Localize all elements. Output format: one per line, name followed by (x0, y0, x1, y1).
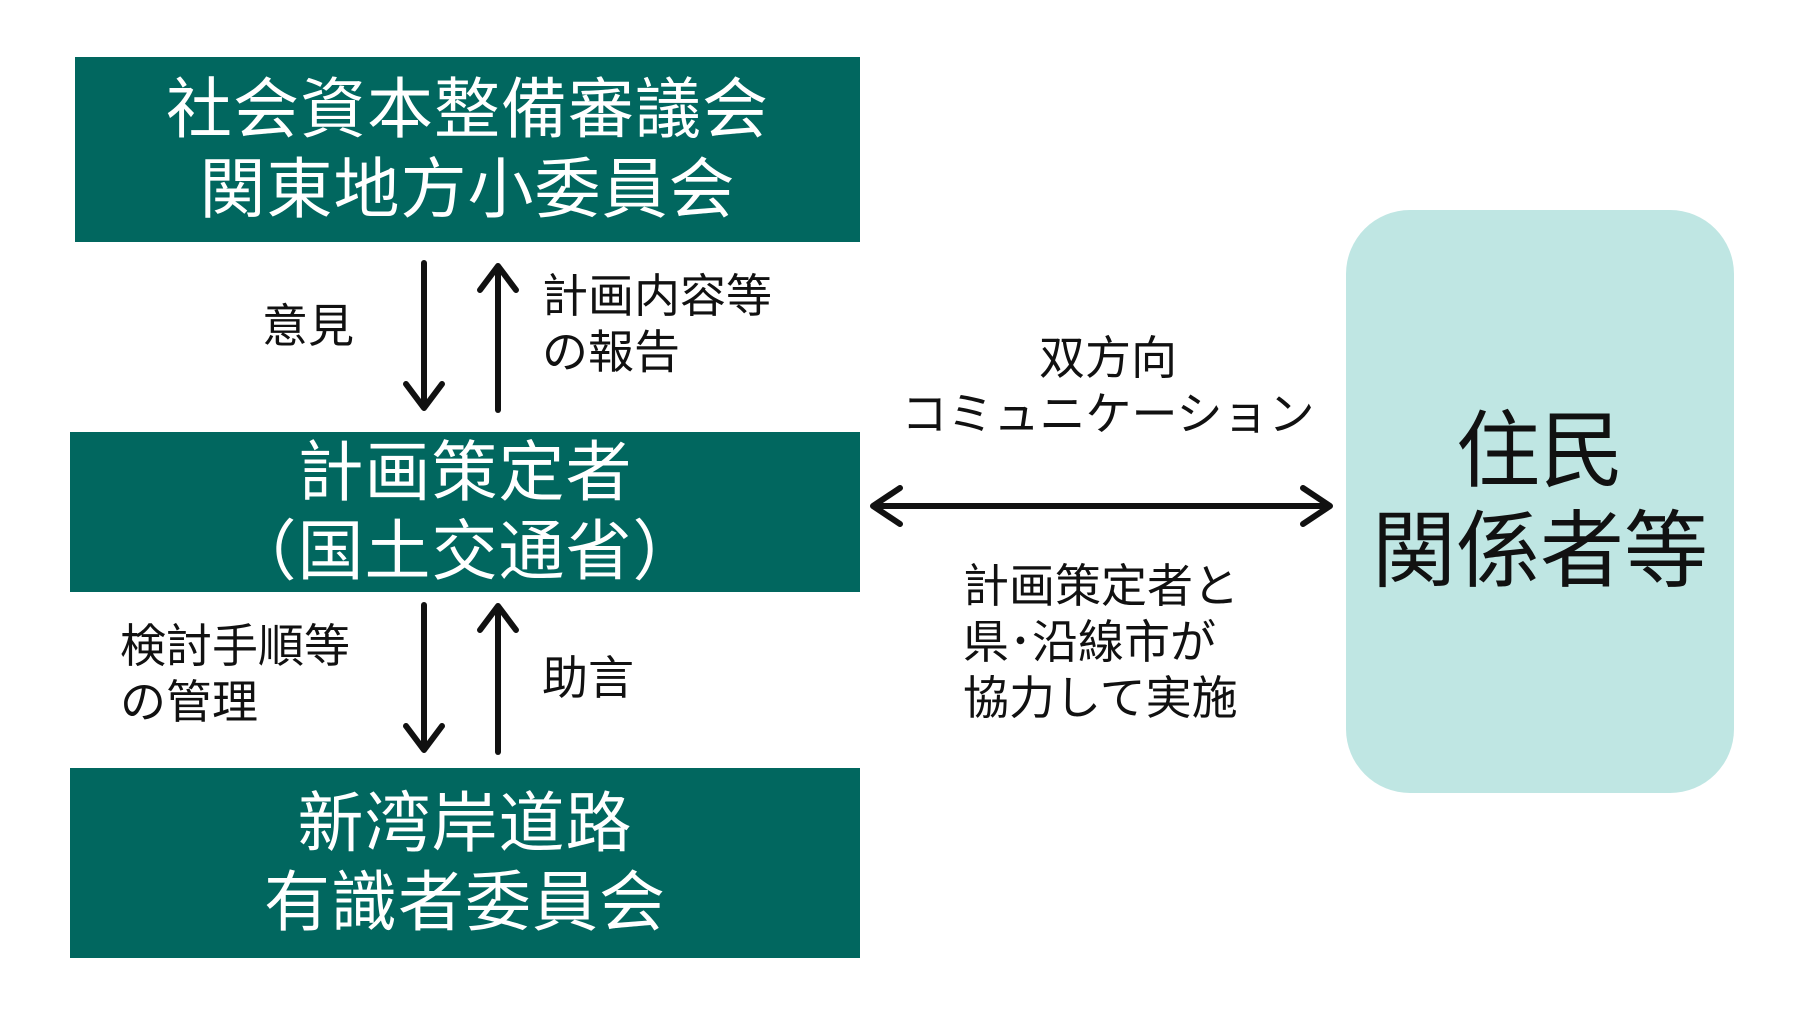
residents-box: 住民 関係者等 (1346, 210, 1734, 793)
advice-label: 助言 (542, 650, 634, 706)
report-label-line-2: の報告 (542, 325, 680, 380)
implementation-label-line-3: 協力して実施 (963, 671, 1238, 726)
implementation-label-line-1: 計画策定者と (963, 559, 1239, 613)
council-line-2: 関東地方小委員会 (199, 150, 736, 228)
report-up-arrow (477, 263, 519, 413)
advice-label-line-1: 助言 (542, 651, 634, 705)
bidirectional-label-line-2: コミュニケーション (901, 387, 1315, 442)
procedure-label-line-1: 検討手順等 (120, 619, 350, 673)
bidirectional-label: 双方向 コミュニケーション (898, 330, 1318, 442)
opinion-label-line-1: 意見 (262, 299, 354, 353)
report-label-line-1: 計画内容等 (542, 269, 772, 323)
procedure-label-line-2: の管理 (120, 675, 258, 730)
council-box: 社会資本整備審議会 関東地方小委員会 (75, 57, 860, 242)
residents-line-1: 住民 (1455, 402, 1624, 501)
implementation-label-line-2: 県･沿線市が (963, 615, 1216, 670)
planner-box: 計画策定者 （国土交通省） (70, 432, 860, 592)
bidirectional-arrow (870, 485, 1333, 527)
planner-line-1: 計画策定者 (297, 433, 633, 511)
experts-line-2: 有識者委員会 (264, 864, 666, 941)
planner-line-2: （国土交通省） (230, 513, 700, 590)
advice-up-arrow (477, 603, 519, 755)
residents-line-2: 関係者等 (1371, 501, 1708, 600)
implementation-label: 計画策定者と 県･沿線市が 協力して実施 (963, 558, 1239, 726)
bidirectional-label-line-1: 双方向 (1039, 331, 1177, 385)
report-label: 計画内容等 の報告 (542, 268, 772, 380)
experts-box: 新湾岸道路 有識者委員会 (70, 768, 860, 958)
procedure-label: 検討手順等 の管理 (120, 618, 350, 730)
opinion-down-arrow (403, 260, 445, 411)
opinion-label: 意見 (262, 298, 354, 354)
experts-line-1: 新湾岸道路 (297, 784, 633, 862)
council-line-1: 社会資本整備審議会 (166, 71, 769, 149)
procedure-down-arrow (403, 602, 445, 753)
